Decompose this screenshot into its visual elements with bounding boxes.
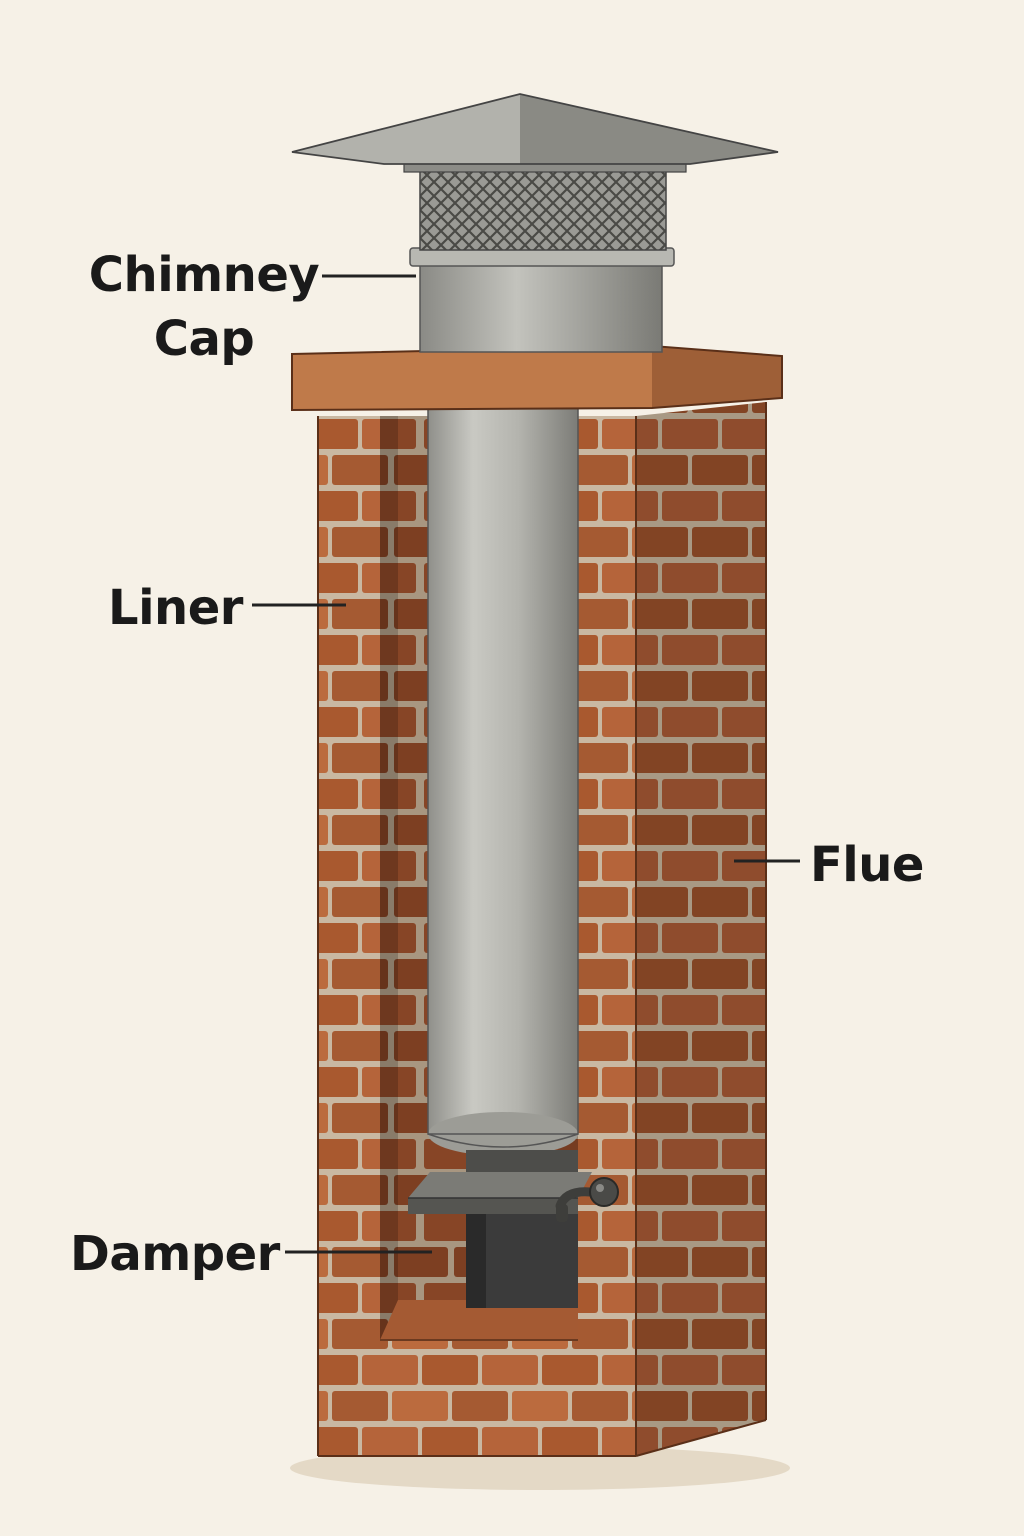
- brick-front-left: [318, 416, 380, 1456]
- chimney-cap: [291, 93, 779, 353]
- flue-label: Flue: [810, 837, 924, 893]
- brick-side-face: [636, 402, 766, 1456]
- damper-label: Damper: [70, 1226, 280, 1282]
- cavity-floor: [380, 1300, 578, 1340]
- chimney-cap-label: Chimney Cap: [88, 247, 320, 367]
- damper-plate: [408, 1172, 619, 1222]
- liner-label: Liner: [108, 580, 243, 636]
- brick-front-right: [578, 416, 636, 1456]
- liner-pipe: [427, 403, 579, 1180]
- chimney-crown: [291, 344, 783, 412]
